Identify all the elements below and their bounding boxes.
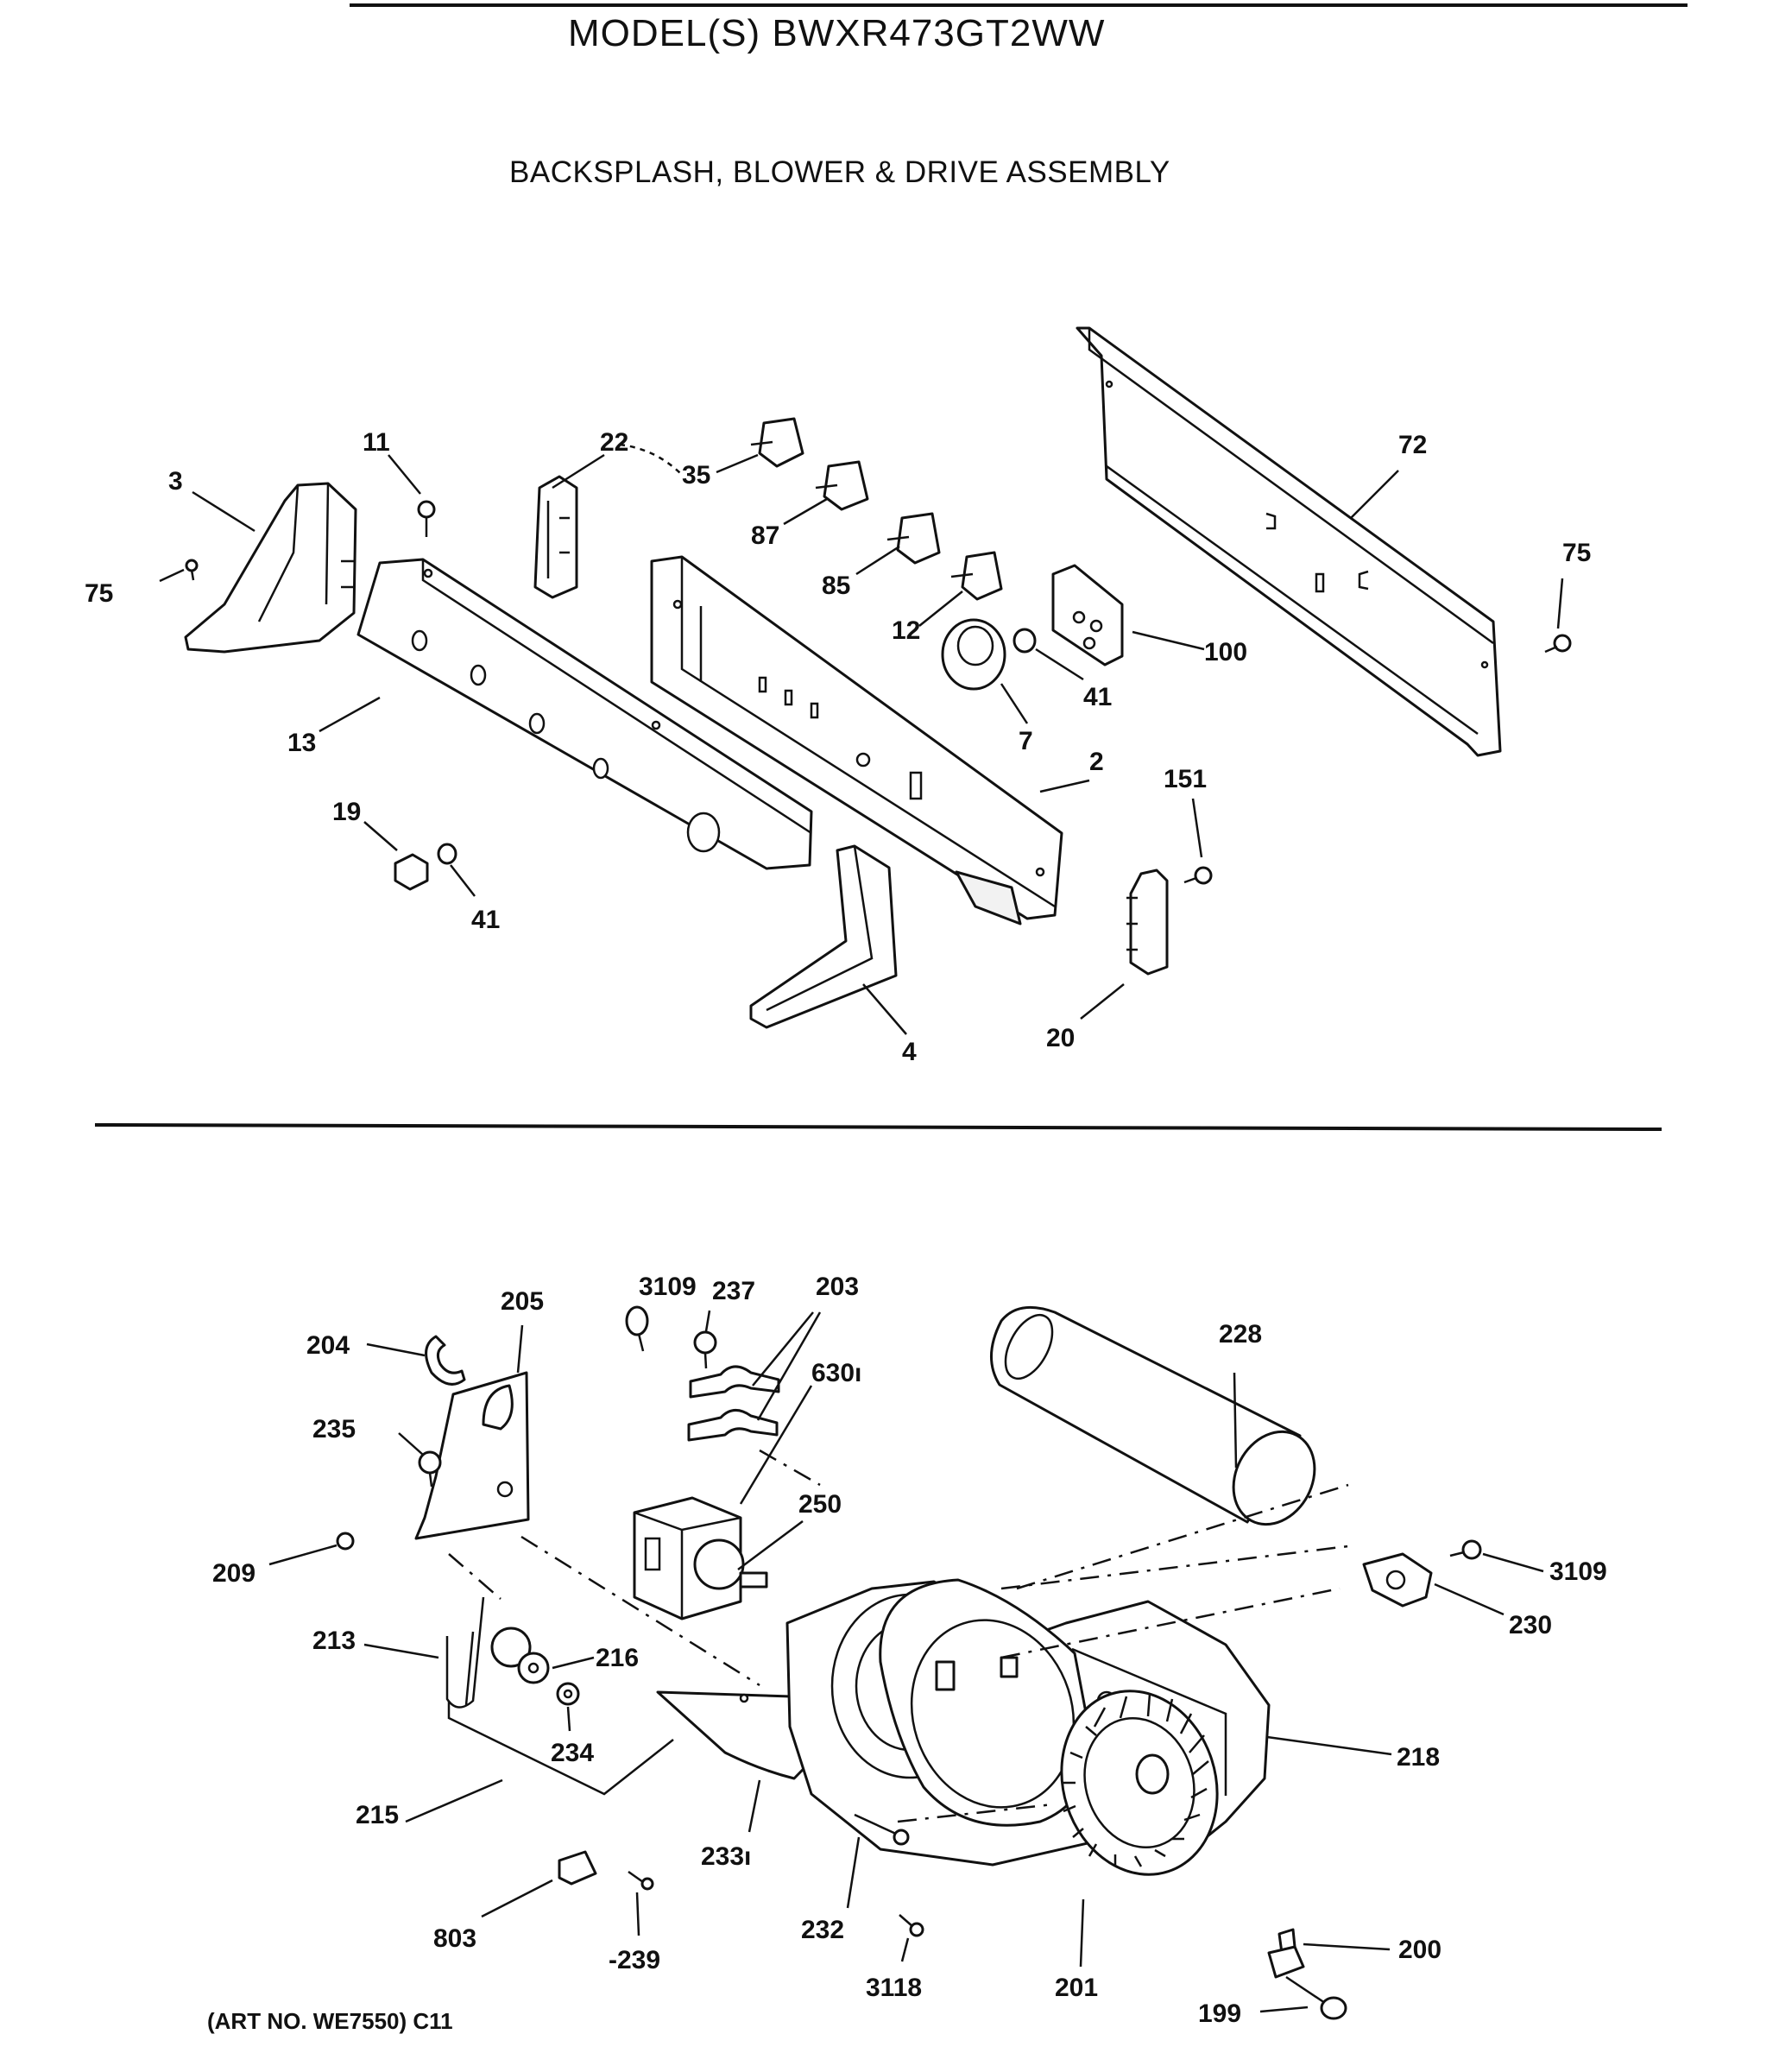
part-19-knob bbox=[394, 853, 429, 891]
callout-3109-lower: 3109 bbox=[1549, 1557, 1607, 1586]
part-203-motor-clamps bbox=[687, 1365, 780, 1442]
part-199-bolt bbox=[1285, 1975, 1347, 2020]
callout-12: 12 bbox=[892, 616, 920, 645]
callout-7: 7 bbox=[1019, 727, 1033, 755]
callout-41-lower: 41 bbox=[471, 906, 500, 934]
part-41-knob-insert-lower bbox=[437, 843, 457, 865]
callout-216: 216 bbox=[596, 1644, 639, 1672]
callout-237: 237 bbox=[712, 1277, 755, 1305]
part-239-screw bbox=[628, 1870, 654, 1891]
callout-215: 215 bbox=[356, 1801, 399, 1829]
callout-75-right: 75 bbox=[1562, 539, 1591, 567]
part-12-switch bbox=[950, 551, 1003, 601]
callout-4: 4 bbox=[902, 1038, 917, 1066]
part-230-thermostat bbox=[1362, 1552, 1433, 1608]
callout-250: 250 bbox=[798, 1490, 842, 1519]
callout-232: 232 bbox=[801, 1916, 844, 1944]
part-205-bracket bbox=[414, 1371, 530, 1540]
callout-41-upper: 41 bbox=[1083, 683, 1112, 711]
callout-239: -239 bbox=[609, 1946, 660, 1974]
part-200-clip bbox=[1267, 1928, 1305, 1979]
callout-151: 151 bbox=[1164, 765, 1207, 793]
part-151-screw bbox=[1183, 866, 1213, 885]
part-100-timer bbox=[1051, 564, 1124, 666]
callout-199: 199 bbox=[1198, 1999, 1241, 2028]
part-72-rear-panel bbox=[1076, 326, 1502, 757]
model-title: MODEL(S) BWXR473GT2WW bbox=[568, 12, 1106, 54]
callout-11: 11 bbox=[363, 428, 390, 457]
part-3118-screw bbox=[899, 1914, 924, 1937]
part-13-control-panel bbox=[356, 558, 813, 870]
part-250-motor bbox=[633, 1496, 768, 1620]
callout-35: 35 bbox=[682, 461, 710, 490]
callout-2: 2 bbox=[1089, 748, 1104, 776]
callout-209: 209 bbox=[212, 1559, 255, 1588]
callout-22: 22 bbox=[600, 428, 628, 457]
blower-callouts: 3109 237 203 205 204 630ı 228 235 250 20… bbox=[212, 1273, 1607, 2028]
section-divider bbox=[94, 1123, 1662, 1131]
callout-100: 100 bbox=[1204, 638, 1247, 666]
part-204-clip bbox=[425, 1335, 466, 1386]
part-3-end-cap-left bbox=[184, 482, 357, 654]
art-number: (ART NO. WE7550) C11 bbox=[207, 2008, 453, 2034]
part-209-plug bbox=[336, 1532, 355, 1551]
callout-20: 20 bbox=[1046, 1024, 1075, 1052]
callout-803: 803 bbox=[433, 1924, 476, 1953]
part-213-idler-arm bbox=[445, 1596, 485, 1709]
part-3109-screw-upper bbox=[625, 1305, 649, 1352]
assembly-title: BACKSPLASH, BLOWER & DRIVE ASSEMBLY bbox=[509, 155, 1170, 189]
part-803-switch bbox=[558, 1850, 597, 1886]
callout-234: 234 bbox=[551, 1739, 594, 1767]
callout-3118: 3118 bbox=[866, 1974, 922, 2002]
callout-3: 3 bbox=[168, 467, 183, 496]
part-215-idler-rod bbox=[447, 1701, 674, 1796]
part-234-bearing bbox=[556, 1682, 580, 1706]
part-87-switch bbox=[815, 460, 869, 511]
callout-200: 200 bbox=[1398, 1936, 1441, 1964]
part-3109-screw-lower bbox=[1449, 1539, 1482, 1560]
part-22-knob-bracket bbox=[533, 475, 578, 599]
part-75-screw-left bbox=[185, 559, 199, 581]
part-85-switch bbox=[886, 512, 941, 565]
part-2-backsplash-frame bbox=[650, 555, 1063, 925]
callout-218: 218 bbox=[1397, 1743, 1440, 1772]
part-235-screw bbox=[418, 1450, 442, 1488]
callout-630: 630ı bbox=[811, 1359, 861, 1387]
part-228-exhaust-duct bbox=[990, 1305, 1316, 1526]
part-75-screw-right bbox=[1544, 634, 1572, 654]
part-35-switch bbox=[750, 417, 804, 468]
part-7-knob bbox=[941, 618, 1006, 691]
part-201-blower-wheel bbox=[1060, 1690, 1219, 1876]
callout-72: 72 bbox=[1398, 431, 1427, 459]
part-41-knob-insert bbox=[1013, 628, 1037, 654]
callout-204: 204 bbox=[306, 1331, 350, 1360]
assembly-dash-lines bbox=[448, 1449, 1356, 1823]
callout-3109-upper: 3109 bbox=[639, 1273, 697, 1301]
backsplash-leaders bbox=[159, 443, 1564, 1035]
callout-235: 235 bbox=[312, 1415, 356, 1443]
callout-233: 233ı bbox=[701, 1842, 751, 1871]
callout-203: 203 bbox=[816, 1273, 859, 1301]
callout-201: 201 bbox=[1055, 1974, 1098, 2002]
blower-leaders bbox=[268, 1310, 1544, 2013]
callout-228: 228 bbox=[1219, 1320, 1262, 1349]
part-237-screw bbox=[693, 1330, 717, 1369]
part-232-screw bbox=[854, 1813, 910, 1846]
part-11-screw bbox=[417, 500, 436, 537]
backsplash-callouts: 3 11 22 35 87 85 12 72 75 100 41 7 2 13 … bbox=[85, 428, 1591, 1066]
part-20-knob-bracket bbox=[1126, 869, 1169, 976]
callout-213: 213 bbox=[312, 1627, 356, 1655]
part-4-end-cap-right bbox=[749, 844, 898, 1029]
part-216-idler-pulley bbox=[490, 1627, 550, 1684]
callout-85: 85 bbox=[822, 572, 850, 600]
callout-87: 87 bbox=[751, 521, 779, 550]
callout-230: 230 bbox=[1509, 1611, 1552, 1639]
callout-205: 205 bbox=[501, 1287, 544, 1316]
callout-75-left: 75 bbox=[85, 579, 113, 608]
callout-19: 19 bbox=[332, 798, 361, 826]
callout-13: 13 bbox=[287, 729, 316, 757]
